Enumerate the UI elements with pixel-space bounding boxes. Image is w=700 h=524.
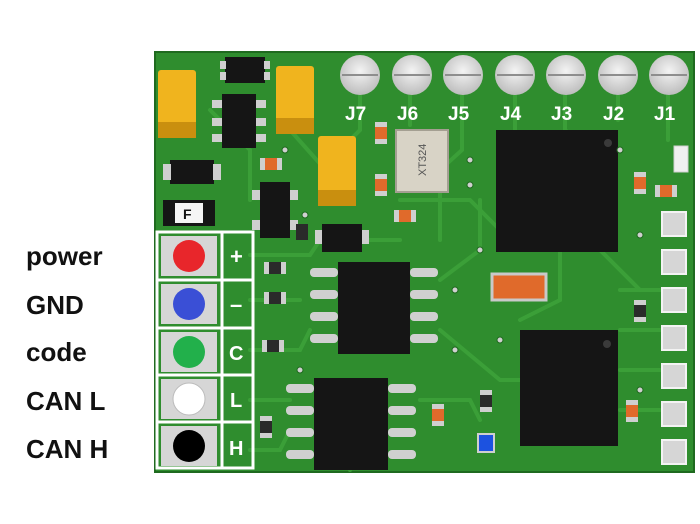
fuse: F bbox=[163, 200, 215, 226]
gnd-pad-dot bbox=[173, 288, 205, 320]
crystal-oscillator: XT324 bbox=[395, 129, 449, 193]
pad-mark-h: H bbox=[229, 438, 243, 460]
driver-chip bbox=[520, 330, 618, 446]
vias bbox=[281, 146, 644, 394]
fuse-label: F bbox=[183, 206, 192, 222]
label-can-l: CAN L bbox=[26, 386, 106, 416]
label-power: power bbox=[26, 241, 103, 271]
pad-mark-c: C bbox=[229, 343, 243, 365]
label-code: code bbox=[26, 337, 87, 367]
jumper-pad-j7 bbox=[340, 55, 380, 95]
jumper-pad-j4 bbox=[495, 55, 535, 95]
smd-resistor-orange bbox=[490, 272, 548, 302]
crystal-label: XT324 bbox=[417, 144, 429, 176]
jumper-pad-j3 bbox=[546, 55, 586, 95]
sot23-transistor bbox=[220, 57, 270, 83]
blue-led bbox=[477, 433, 495, 453]
jumper-pads bbox=[340, 55, 689, 95]
label-can-h: CAN H bbox=[26, 434, 109, 464]
jumper-label-j4: J4 bbox=[500, 104, 522, 125]
diode bbox=[163, 160, 221, 184]
pad-mark-minus: – bbox=[230, 292, 242, 317]
sot223-regulator bbox=[252, 182, 298, 238]
jumper-pad-j1 bbox=[649, 55, 689, 95]
sot23-transistor bbox=[315, 224, 369, 252]
jumper-label-j7: J7 bbox=[345, 104, 366, 125]
jumper-label-j3: J3 bbox=[551, 104, 572, 125]
jumper-label-j5: J5 bbox=[448, 104, 470, 125]
tantalum-capacitor bbox=[158, 70, 196, 138]
jumper-pad-j5 bbox=[443, 55, 483, 95]
can-h-pad-dot bbox=[173, 430, 205, 462]
power-pad-dot bbox=[173, 240, 205, 272]
jumper-label-j1: J1 bbox=[654, 104, 676, 125]
soic8-chip-lower bbox=[286, 378, 416, 470]
tantalum-capacitor bbox=[276, 66, 314, 134]
soic8-chip-upper bbox=[310, 262, 438, 354]
label-gnd: GND bbox=[26, 290, 84, 320]
jumper-pad-j6 bbox=[392, 55, 432, 95]
pad-mark-l: L bbox=[230, 390, 242, 412]
pcb-traces bbox=[208, 93, 670, 472]
smd-resistors bbox=[260, 145, 689, 438]
right-edge-pads bbox=[661, 211, 687, 465]
microcontroller-chip bbox=[496, 130, 618, 252]
can-l-pad-dot bbox=[172, 382, 206, 416]
tantalum-capacitor bbox=[318, 136, 356, 206]
smd-capacitors bbox=[260, 122, 677, 426]
jumper-label-j6: J6 bbox=[397, 104, 418, 125]
jumper-label-j2: J2 bbox=[603, 104, 624, 125]
jumper-pad-j2 bbox=[598, 55, 638, 95]
code-pad-dot bbox=[173, 336, 205, 368]
pad-mark-plus: + bbox=[230, 244, 243, 269]
sot223-regulator bbox=[212, 94, 266, 148]
